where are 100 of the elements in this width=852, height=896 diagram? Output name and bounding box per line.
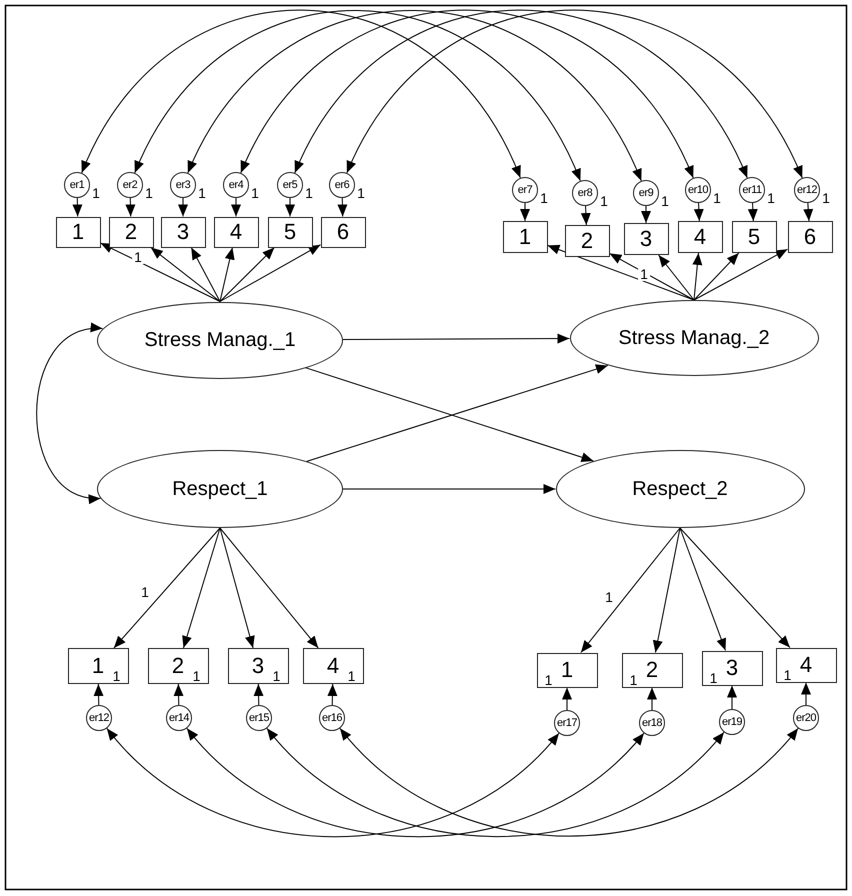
error-label: er18: [642, 717, 662, 729]
arrow: [182, 528, 220, 648]
indicator-label: 4: [800, 652, 812, 678]
path-coefficient-label: 1: [139, 585, 151, 599]
arrow: [652, 528, 680, 653]
arrow: [580, 206, 591, 226]
arrow: [178, 198, 188, 217]
error-circle: [117, 172, 143, 198]
error-circle: [329, 172, 355, 198]
arrow: [220, 528, 319, 648]
error-label: er8: [578, 187, 592, 199]
arrow: [680, 528, 726, 651]
arrow: [231, 198, 241, 217]
arrow: [803, 202, 814, 222]
indicator-label: 4: [230, 219, 242, 245]
arrow: [801, 682, 811, 706]
path-coefficient-label: 1: [638, 267, 650, 281]
covariance-arrow: [36, 324, 104, 502]
error-circle: [793, 705, 819, 731]
error-label: er20: [796, 712, 816, 724]
path-coefficient-label: 1: [765, 191, 777, 205]
covariance-arrow: [187, 10, 642, 182]
arrow: [647, 687, 657, 710]
arrow: [72, 198, 82, 217]
arrow: [337, 198, 348, 217]
path-coefficient-label: 1: [603, 590, 615, 604]
indicator-label: 2: [172, 653, 184, 679]
indicator-label: 5: [284, 219, 296, 245]
error-label: er3: [176, 179, 190, 191]
indicator-box: [56, 216, 100, 248]
error-circle: [554, 710, 580, 736]
indicator-box: [160, 216, 206, 248]
path-coefficient-label: 1: [303, 186, 315, 200]
covariance-arrow: [346, 10, 803, 178]
arrow: [125, 198, 136, 217]
error-circle: [685, 177, 711, 203]
arrow: [547, 244, 694, 300]
arrow: [609, 252, 694, 300]
indicator-box: [228, 648, 288, 684]
error-label: er15: [248, 712, 270, 724]
error-circle: [639, 710, 665, 736]
arrow: [113, 528, 220, 648]
arrow: [562, 687, 572, 710]
indicator-box: [564, 225, 610, 257]
path-coefficient-label: 1: [249, 186, 261, 200]
arrow: [727, 685, 737, 710]
latent-variable-label: Stress Manag._1: [144, 328, 296, 352]
indicator-label: 4: [326, 653, 340, 679]
covariance-arrow: [339, 728, 799, 837]
arrow: [220, 528, 255, 648]
error-label: er5: [282, 179, 298, 191]
arrow: [342, 484, 556, 494]
indicator-box: [622, 652, 682, 688]
arrow: [254, 684, 264, 706]
arrow: [100, 242, 220, 302]
arrow: [520, 202, 530, 222]
indicator-box: [702, 650, 762, 686]
arrow: [327, 684, 338, 706]
indicator-label: 3: [726, 655, 738, 681]
error-label: er2: [122, 179, 138, 191]
arrow: [658, 254, 694, 300]
indicator-box: [732, 221, 776, 253]
error-circle: [246, 705, 272, 731]
path-coefficient-label: 1: [90, 186, 102, 200]
error-circle: [794, 177, 820, 203]
path-coefficient-label: 1: [190, 669, 202, 683]
indicator-box: [776, 648, 836, 682]
error-label: er10: [688, 184, 708, 196]
arrow: [220, 247, 275, 302]
path-coefficient-label: 1: [538, 191, 550, 205]
error-label: er4: [228, 179, 244, 191]
path-coefficient-label: 1: [270, 669, 282, 683]
error-label: er1: [70, 179, 84, 191]
error-circle: [277, 172, 303, 198]
indicator-box: [536, 652, 598, 688]
indicator-label: 3: [640, 226, 652, 252]
indicator-label: 6: [804, 224, 816, 250]
covariance-arrow: [134, 10, 581, 182]
indicator-label: 1: [560, 657, 574, 683]
indicator-label: 3: [252, 653, 264, 679]
arrow: [285, 198, 295, 217]
latent-variable-label: Respect_2: [632, 478, 728, 500]
indicator-label: 1: [518, 224, 532, 250]
indicator-label: 6: [336, 219, 350, 245]
indicator-label: 3: [176, 219, 190, 245]
covariance-arrow: [186, 728, 644, 838]
path-coefficient-label: 1: [346, 669, 358, 683]
path-coefficient-label: 1: [659, 194, 671, 208]
error-label: er9: [638, 187, 654, 199]
arrow: [694, 202, 704, 222]
error-label: er7: [518, 184, 532, 196]
arrow: [680, 528, 790, 648]
error-label: er16: [322, 712, 342, 724]
error-circle: [170, 172, 196, 198]
arrow: [190, 247, 220, 302]
error-circle: [739, 177, 765, 203]
indicator-box: [624, 223, 668, 255]
indicator-box: [68, 648, 128, 684]
error-label: er12: [88, 712, 110, 724]
indicator-label: 4: [694, 224, 706, 250]
